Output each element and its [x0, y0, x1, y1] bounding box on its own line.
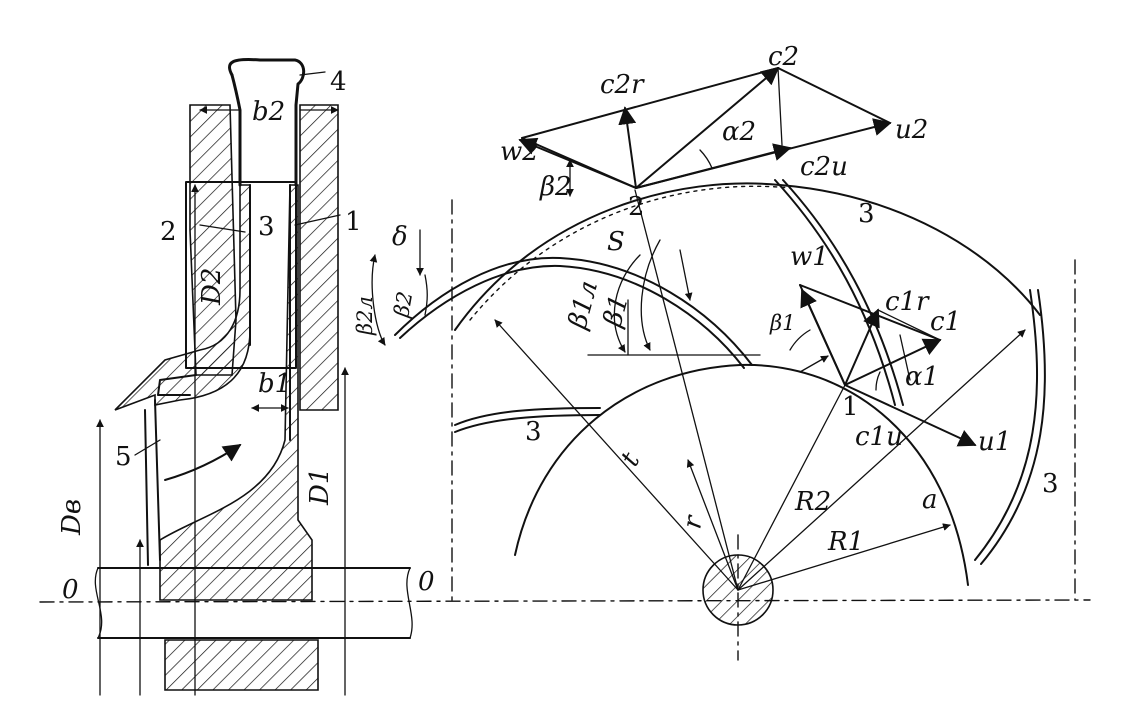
label-1-left: 1	[345, 207, 362, 237]
label-t: t	[615, 447, 646, 472]
label-0-right: 0	[418, 567, 435, 597]
label-c1: c1	[930, 307, 961, 337]
casing-wall-right	[299, 104, 339, 411]
label-c2r: c2r	[600, 70, 645, 100]
label-w2: w2	[500, 137, 539, 167]
label-R2: R2	[794, 487, 831, 517]
label-alpha1: α1	[905, 362, 939, 392]
hub	[159, 184, 313, 601]
label-3-left: 3	[258, 212, 275, 242]
label-b1: b1	[258, 369, 291, 399]
meridional-section	[39, 58, 1091, 696]
label-c2: c2	[768, 42, 799, 72]
label-R1: R1	[827, 527, 864, 557]
label-beta2l: β2л	[353, 296, 377, 336]
label-3-bottom: 3	[525, 417, 542, 447]
label-c1u: c1u	[855, 422, 903, 452]
label-beta2-small: β2	[389, 290, 417, 320]
label-u2: u2	[895, 115, 928, 145]
channel-box	[185, 181, 297, 369]
label-alpha2: α2	[722, 117, 756, 147]
label-beta1l: β1л	[563, 278, 605, 333]
label-beta2: β2	[539, 172, 572, 202]
hub-lower	[164, 639, 319, 691]
label-point-1: 1	[842, 392, 859, 422]
label-D1: D1	[305, 468, 335, 506]
label-3-right: 3	[1042, 469, 1059, 499]
label-point-2: 2	[628, 192, 645, 222]
label-0-left: 0	[62, 575, 79, 605]
label-c2u: c2u	[800, 152, 848, 182]
label-3-top: 3	[858, 199, 875, 229]
label-delta: δ	[392, 222, 408, 252]
label-w1: w1	[790, 242, 829, 272]
label-4: 4	[330, 67, 347, 97]
label-b2: b2	[252, 97, 285, 127]
label-2-left: 2	[160, 217, 177, 247]
label-beta1-small: β1	[769, 311, 796, 335]
label-c1r: c1r	[885, 287, 930, 317]
label-Dv: Dв	[57, 499, 87, 536]
label-5: 5	[115, 442, 132, 472]
label-D2: D2	[197, 268, 227, 306]
label-beta1: β1	[598, 292, 635, 331]
label-S: S	[607, 227, 625, 257]
label-a: a	[922, 485, 938, 515]
blade-plan	[369, 66, 1076, 661]
label-u1: u1	[978, 427, 1011, 457]
